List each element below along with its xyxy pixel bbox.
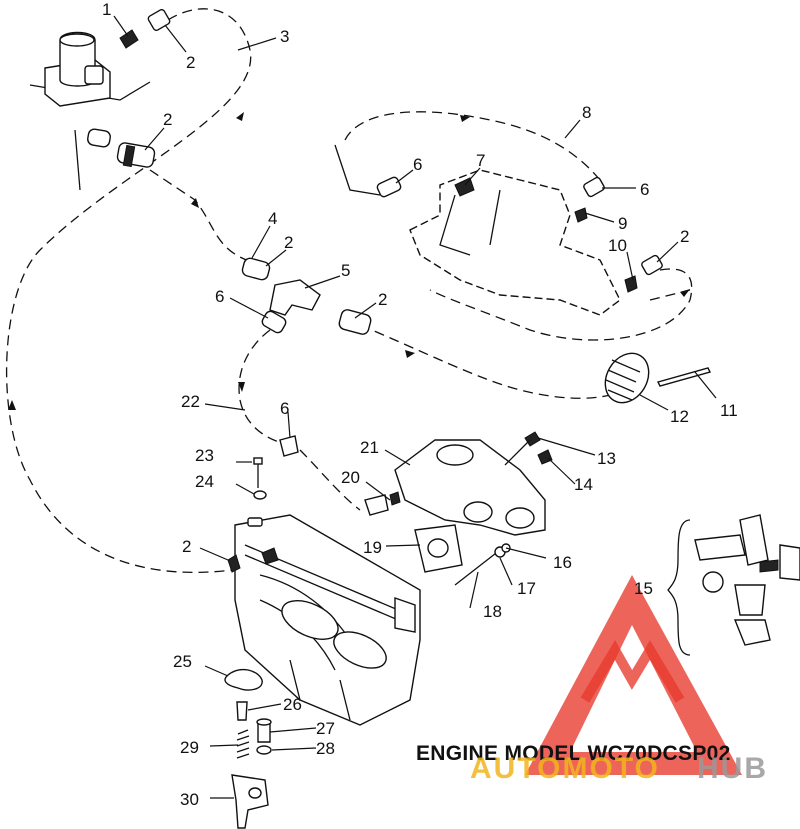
callout-9: 9 (618, 214, 627, 233)
hose-routes (5, 8, 693, 573)
fitting-body-30 (231, 774, 269, 829)
exhaust-manifold-21 (394, 431, 553, 536)
gasket-19 (414, 524, 463, 573)
callout-28: 28 (316, 739, 335, 758)
watermark (525, 575, 742, 775)
oil-pump (334, 144, 663, 316)
callout-29: 29 (180, 738, 199, 757)
callout-8: 8 (582, 103, 591, 122)
washer-28 (256, 745, 272, 755)
callout-18: 18 (483, 602, 502, 621)
watermark-text-hub: HUB (697, 752, 768, 785)
callout-2a: 2 (186, 53, 195, 72)
callout-30: 30 (180, 790, 199, 809)
clamp-2-top (147, 8, 171, 32)
callout-13: 13 (597, 449, 616, 468)
callout-3: 3 (280, 27, 289, 46)
callout-labels: 1 2 3 2 8 6 7 6 9 4 2 10 2 5 6 2 22 6 12… (102, 0, 738, 809)
oil-reservoir (29, 31, 151, 191)
kit-15 (667, 514, 800, 656)
callout-17: 17 (517, 579, 536, 598)
spring-12 (604, 352, 650, 404)
fitting-27 (256, 718, 272, 743)
watermark-triangle-logo (525, 575, 742, 775)
callout-2c: 2 (284, 233, 293, 252)
callout-6a: 6 (413, 155, 422, 174)
callout-2f: 2 (182, 537, 191, 556)
callout-11: 11 (720, 401, 738, 420)
callout-2b: 2 (163, 110, 172, 129)
callout-23: 23 (195, 446, 214, 465)
bolt-18 (454, 543, 511, 586)
callout-22: 22 (181, 392, 200, 411)
callout-2e: 2 (378, 290, 387, 309)
fitting-6-mid (279, 435, 299, 457)
watermark-text-automoto: AUTOMOTO (470, 752, 660, 785)
callout-12: 12 (670, 407, 689, 426)
spring-29 (236, 729, 250, 759)
callout-6c: 6 (215, 287, 224, 306)
tee-fitting-5 (241, 257, 372, 335)
callout-1: 1 (102, 0, 111, 19)
cotter-pin-11 (656, 367, 712, 387)
callout-10: 10 (608, 236, 627, 255)
callout-14: 14 (574, 475, 593, 494)
nozzle-26 (236, 701, 248, 721)
callout-4: 4 (268, 209, 277, 228)
leader-lines (113, 15, 717, 799)
callout-24: 24 (195, 472, 214, 491)
callout-2d: 2 (680, 227, 689, 246)
intake-block (227, 514, 421, 726)
bolt-23 (253, 457, 267, 500)
callout-6d: 6 (280, 399, 289, 418)
engine-model-caption: ENGINE MODEL WC70DCSP02 (416, 742, 731, 765)
callout-5: 5 (341, 261, 350, 280)
gasket-25 (224, 668, 263, 691)
hose-segment-2 (87, 128, 156, 168)
callout-20: 20 (341, 468, 360, 487)
callout-19: 19 (363, 538, 382, 557)
callout-21: 21 (360, 438, 379, 457)
callout-25: 25 (173, 652, 192, 671)
fitting-20 (364, 491, 401, 516)
fitting-1 (119, 29, 139, 49)
callout-27: 27 (316, 719, 335, 738)
callout-15: 15 (634, 579, 653, 598)
callout-6b: 6 (640, 180, 649, 199)
callout-16: 16 (553, 553, 572, 572)
callout-26: 26 (283, 695, 302, 714)
callout-7: 7 (476, 151, 485, 170)
